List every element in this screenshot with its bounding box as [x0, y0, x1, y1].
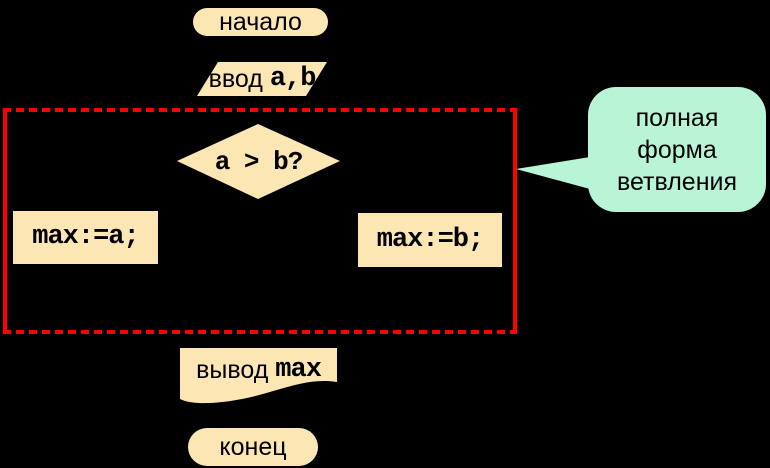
end-label: конец: [219, 432, 287, 461]
process-box-max-b: max:=b;: [358, 213, 502, 267]
process-label-max-b: max:=b;: [376, 224, 484, 255]
decision-label-wrap: a > b?: [177, 124, 340, 199]
callout-line-3: ветвления: [616, 167, 738, 196]
callout-bubble: полная форма ветвления: [588, 87, 766, 212]
end-terminator: конец: [188, 428, 318, 466]
parallelogram-shape: [197, 62, 327, 96]
dashed-border-bottom: [3, 330, 517, 334]
start-label: начало: [219, 7, 302, 36]
decision-label: a > b?: [214, 146, 304, 177]
document-shape: [180, 348, 337, 404]
callout-line-1: полная: [635, 103, 719, 132]
process-box-max-a: max:=a;: [13, 211, 158, 264]
dashed-region: [3, 108, 517, 334]
decision-diamond: a > b?: [177, 124, 340, 199]
diamond-shape: [177, 124, 340, 199]
start-terminator: начало: [193, 8, 328, 36]
dashed-border-top: [3, 108, 517, 112]
process-label-max-a: max:=a;: [32, 222, 139, 252]
callout-line-2: форма: [637, 135, 717, 164]
callout-tail: [516, 157, 590, 189]
